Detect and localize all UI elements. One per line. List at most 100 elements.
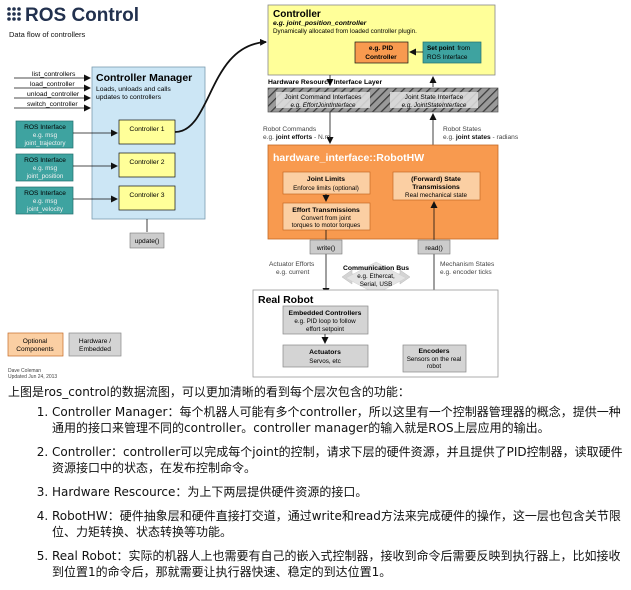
topic-switch-controller: switch_controller — [27, 101, 78, 108]
communication-bus-diamond — [345, 261, 407, 295]
topic-load-controller: load_controller — [30, 81, 75, 88]
controller-2-box — [118, 152, 176, 178]
effort-transmissions-title: Effort Transmissions — [292, 207, 360, 214]
embedded-controllers-desc-2: effort setpoint — [306, 326, 344, 333]
controller-3-box — [118, 185, 176, 211]
caption-item-robothw: RobotHW：硬件抽象层和硬件直接打交道，通过write和read方法来完成硬… — [52, 508, 628, 540]
effort-transmissions-box — [282, 202, 371, 231]
mechanism-states-label: Mechanism States — [440, 261, 495, 268]
robot-states-example: e.g. joint states - radians — [443, 134, 519, 141]
ros-interface-3-title: ROS Interface — [24, 190, 66, 197]
manager-to-controller-arrow — [174, 38, 267, 133]
controller-3-label: Controller 3 — [129, 192, 164, 199]
embedded-controllers-title: Embedded Controllers — [289, 310, 362, 317]
state-transmissions-title-2: Transmissions — [412, 184, 460, 191]
joint-command-example: e.g. EffortJointInterface — [290, 102, 356, 109]
legend-hardware-line2: Embedded — [79, 346, 111, 353]
credit-author: Dave Coleman — [8, 368, 41, 374]
controller-manager-desc-2: updates to controllers — [96, 94, 162, 101]
legend-hardware-line1: Hardware / — [79, 338, 111, 345]
controller-2-label: Controller 2 — [129, 159, 164, 166]
read-label: read() — [425, 245, 443, 252]
caption-item-hardware-resource: Hardware Rescource：为上下两层提供硬件资源的接口。 — [52, 484, 628, 500]
encoders-box — [402, 344, 467, 373]
state-transmissions-title-1: (Forward) State — [411, 176, 461, 183]
write-box — [309, 239, 343, 255]
hw-layer-title: Hardware Resource Interface Layer — [268, 79, 382, 86]
ros-interface-2-line3: joint_position — [26, 173, 64, 180]
ros-interface-3-line3: joint_velocity — [26, 206, 64, 213]
actuator-efforts-example: e.g. current — [276, 269, 310, 276]
joint-state-bg — [390, 92, 478, 108]
ros-interface-3-line2: e.g. msg — [33, 198, 58, 205]
actuators-title: Actuators — [309, 349, 341, 356]
setpoint-title: Set point — [427, 45, 455, 52]
joint-limits-title: Joint Limits — [307, 176, 345, 183]
joint-limits-desc: Enforce limits (optional) — [293, 185, 359, 192]
state-transmissions-desc: Real mechanical state — [405, 192, 467, 199]
credit-date: Updated Jun 24, 2013 — [8, 374, 57, 380]
embedded-controllers-box — [282, 305, 369, 335]
topic-unload-controller: unload_controller — [27, 91, 80, 98]
legend-optional-line1: Optional — [23, 338, 48, 345]
communication-bus-title: Communication Bus — [343, 265, 409, 272]
robot-commands-example: e.g. joint efforts - N.m — [263, 134, 331, 141]
joint-limits-box — [282, 171, 371, 195]
mechanism-states-example: e.g. encoder ticks — [440, 269, 492, 276]
controller-example: e.g. joint_position_controller — [273, 20, 367, 27]
page-subtitle: Data flow of controllers — [9, 30, 86, 39]
ros-interface-3: ROS Interface e.g. msg joint_velocity — [15, 186, 74, 215]
controller-manager-desc-1: Loads, unloads and calls — [96, 86, 171, 93]
controller-desc: Dynamically allocated from loaded contro… — [273, 28, 417, 35]
robot-commands-label: Robot Commands — [263, 126, 317, 133]
page-title: ROS Control — [25, 5, 139, 26]
state-transmissions-box — [392, 171, 481, 201]
actuator-efforts-label: Actuator Efforts — [269, 261, 315, 268]
ros-logo-icon — [7, 7, 21, 21]
ros-interface-1-line3: joint_trajectory — [24, 140, 67, 147]
caption-item-controller-manager: Controller Manager：每个机器人可能有多个controller，… — [52, 404, 628, 436]
setpoint-box — [422, 41, 482, 64]
topic-list-controllers: list_controllers — [32, 71, 76, 78]
update-label: update() — [135, 238, 160, 245]
real-robot-title: Real Robot — [258, 294, 314, 306]
actuators-box — [282, 344, 369, 368]
controller-manager-title: Controller Manager — [96, 72, 192, 84]
caption-item-controller: Controller：controller可以完成每个joint的控制，请求下层… — [52, 444, 628, 476]
ros-control-diagram: ROS Control Data flow of controllers lis… — [7, 4, 519, 380]
encoders-desc-2: robot — [427, 363, 442, 370]
effort-transmissions-desc-1: Convert from joint — [301, 215, 351, 222]
caption-item-real-robot: Real Robot：实际的机器人上也需要有自己的嵌入式控制器，接收到命令后需要… — [52, 548, 628, 580]
ros-interface-2-title: ROS Interface — [24, 157, 66, 164]
joint-command-interfaces: Joint Command Interfaces — [285, 94, 363, 101]
ros-interface-2-line2: e.g. msg — [33, 165, 58, 172]
encoders-title: Encoders — [419, 348, 450, 355]
joint-state-example: e.g. JointStateInterface — [402, 102, 467, 109]
pid-controller-line2: Controller — [365, 54, 397, 61]
controller-title: Controller — [273, 9, 321, 20]
actuators-desc: Servos, etc — [309, 358, 341, 365]
robothw-title: hardware_interface::RobotHW — [273, 152, 424, 164]
service-topics: list_controllers load_controller unload_… — [14, 71, 91, 112]
pid-controller-box — [354, 41, 409, 64]
robot-states-label: Robot States — [443, 126, 482, 133]
joint-command-bg — [276, 92, 370, 108]
setpoint-line2: ROS Interface — [427, 54, 468, 61]
encoders-desc-1: Sensors on the real — [407, 356, 462, 363]
communication-bus-example-2: Serial, USB — [360, 281, 393, 288]
caption: 上图是ros_control的数据流图，可以更加清晰的看到每个层次包含的功能： … — [8, 384, 628, 588]
ros-interface-1: ROS Interface e.g. msg joint_trajectory — [15, 120, 74, 149]
pid-controller-line1: e.g. PID — [369, 45, 393, 52]
write-label: write() — [316, 245, 335, 252]
legend-hardware-box — [68, 332, 122, 357]
ros-interface-2: ROS Interface e.g. msg joint_position — [15, 153, 74, 182]
setpoint-from: from — [457, 45, 470, 52]
controller-1-label: Controller 1 — [129, 126, 164, 133]
ros-interface-1-title: ROS Interface — [24, 124, 66, 131]
embedded-controllers-desc-1: e.g. PID loop to follow — [294, 318, 356, 325]
update-box — [129, 232, 165, 249]
read-box — [417, 239, 451, 255]
joint-state-interface: Joint State Interface — [405, 94, 464, 101]
communication-bus-example-1: e.g. Ethercat, — [357, 273, 395, 280]
